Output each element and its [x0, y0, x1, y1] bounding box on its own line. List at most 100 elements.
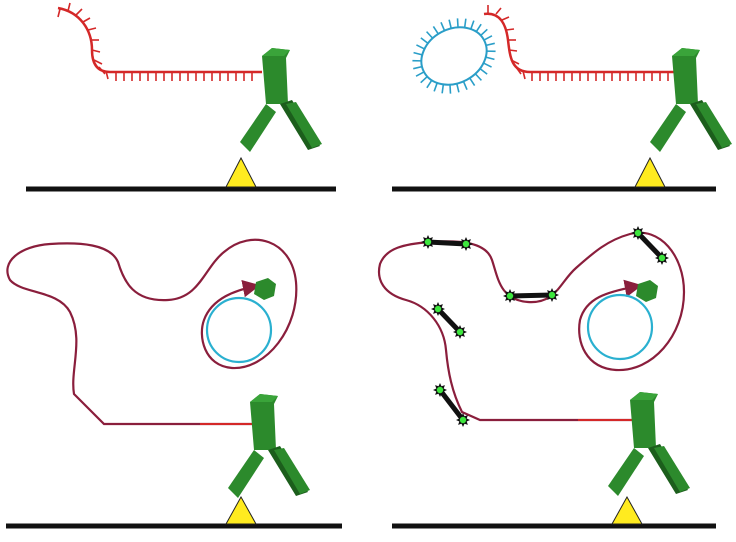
strand-tooth: [426, 31, 434, 39]
strand-tooth: [495, 7, 502, 15]
strand-tooth: [480, 28, 488, 37]
strand-tooth: [483, 35, 493, 41]
strand-tooth: [462, 81, 468, 90]
strand-tooth: [469, 77, 476, 87]
green-end-cap: [636, 280, 658, 302]
antibody-right-arm-top: [654, 446, 690, 492]
strand-tooth: [91, 49, 101, 53]
strand-teeth: [487, 5, 669, 81]
red-strand: [57, 6, 262, 74]
panel-top-left: [26, 2, 336, 192]
antibody-right-arm-top: [696, 102, 732, 148]
strand-tooth: [420, 37, 429, 44]
strand-tooth: [508, 49, 518, 52]
crosslink-bar: [427, 239, 467, 247]
strand-tooth: [67, 2, 71, 12]
antibody-stem: [672, 48, 700, 104]
strand-tooth: [510, 59, 520, 65]
strand-tooth: [505, 28, 515, 31]
blue-circle: [205, 296, 273, 364]
antibody: [228, 394, 310, 498]
crosslink-node: [545, 288, 559, 302]
panel-bottom-left: [6, 238, 342, 529]
strand-tooth: [475, 23, 482, 33]
strand-tooth: [433, 82, 438, 92]
crosslink-bar: [509, 292, 553, 299]
strand-tooth: [413, 65, 423, 70]
antibody-right-arm-top: [286, 102, 322, 148]
blue-circle: [586, 293, 654, 361]
blue-loop-teeth: [412, 18, 496, 94]
crosslink-node: [453, 325, 467, 339]
antibody-stem-top: [250, 394, 278, 402]
antibody: [650, 48, 732, 152]
strand-tooth: [485, 42, 495, 47]
long-strand: [377, 231, 686, 422]
crosslink-node: [459, 237, 473, 251]
red-strand: [483, 12, 674, 74]
strand-tooth: [463, 18, 467, 28]
antibody-stem-top: [630, 392, 658, 400]
strand-tooth: [485, 56, 495, 61]
crosslink-node: [433, 383, 447, 397]
strand-tooth: [93, 59, 103, 65]
antibody-left-arm: [240, 104, 276, 152]
panel-bottom-right: [377, 226, 716, 529]
antibody-right-arm-top: [274, 448, 310, 494]
green-end-cap: [254, 278, 276, 300]
strand-tooth: [432, 25, 439, 35]
antibody-stem-top: [672, 48, 700, 56]
blue-loop: [420, 26, 488, 86]
strand-tooth: [483, 62, 492, 68]
panel-top-right: [392, 5, 732, 192]
strand-tooth: [470, 20, 475, 30]
strand-teeth: [57, 2, 253, 81]
antibody-left-arm: [608, 448, 644, 496]
strand-tooth: [105, 70, 109, 80]
strand-tooth: [474, 73, 482, 81]
antibody-stem: [262, 48, 290, 104]
strand-tooth: [426, 79, 433, 89]
crosslink-node: [631, 226, 645, 240]
antibody: [240, 48, 322, 152]
strand-tooth: [87, 27, 97, 31]
antibody-left-arm: [650, 104, 686, 152]
strand-tooth: [415, 71, 425, 77]
antibody-stem: [630, 392, 658, 448]
crosslink-node: [431, 302, 445, 316]
strand-tooth: [456, 83, 460, 93]
strand-tooth: [448, 19, 452, 29]
strand-tooth: [420, 75, 428, 84]
strand-tooth: [413, 51, 423, 56]
antigen-triangle: [611, 495, 643, 525]
crosslink-node: [456, 413, 470, 427]
strand-tooth: [515, 66, 522, 75]
strand-tooth: [440, 22, 446, 31]
crosslink-node: [421, 235, 435, 249]
crosslink-pairs: [421, 226, 669, 427]
antigen-triangle: [225, 156, 257, 188]
antibody-left-arm: [228, 450, 264, 498]
crosslink-node: [655, 251, 669, 265]
strand-tooth: [98, 66, 106, 75]
antigen-triangle: [634, 156, 666, 188]
strand-tooth: [522, 70, 526, 80]
crosslink-bar: [438, 388, 465, 422]
strand-tooth: [501, 16, 510, 21]
strand-tooth: [82, 17, 91, 23]
antibody: [608, 392, 690, 496]
antibody-stem-top: [262, 48, 290, 56]
strand-tooth: [456, 18, 459, 28]
antibody-stem: [250, 394, 278, 450]
strand-tooth: [449, 84, 452, 94]
long-strand: [6, 238, 298, 426]
crosslink-node: [503, 289, 517, 303]
antigen-triangle: [225, 495, 257, 525]
strand-tooth: [441, 84, 445, 94]
strand-tooth: [57, 8, 61, 18]
strand-tooth: [479, 68, 488, 75]
strand-tooth: [416, 44, 425, 50]
strand-tooth: [75, 8, 83, 16]
